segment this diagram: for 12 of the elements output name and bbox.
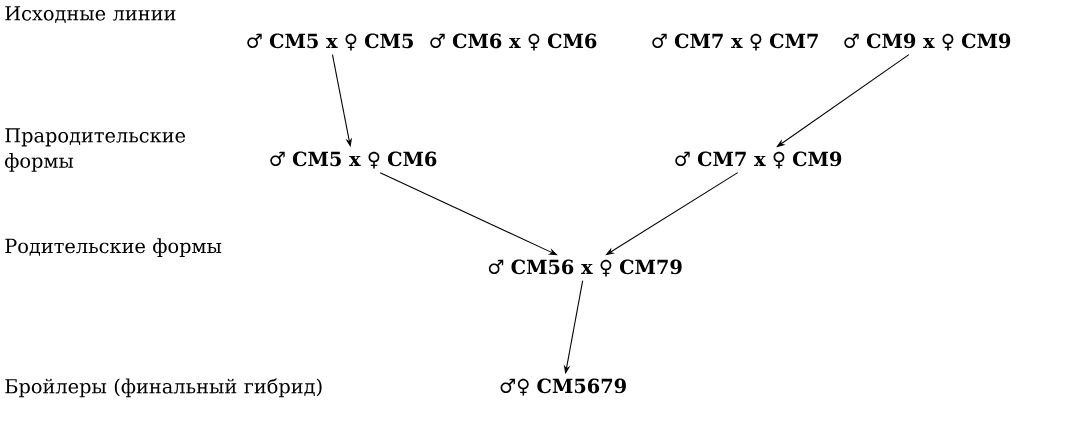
- cross-label: ♂ СМ5 x ♀ СМ6: [270, 151, 437, 169]
- cross-label: ♂ СМ5 x ♀ СМ5: [247, 33, 413, 51]
- row-heading: Бройлеры (финальный гибрид): [5, 378, 322, 398]
- cross-label: ♂ СМ6 x ♀ СМ6: [430, 33, 597, 51]
- row-heading: Исходные линии: [5, 6, 176, 24]
- cross-label: ♂♀ СМ5679: [500, 378, 626, 396]
- cross-label: ♂ СМ7 x ♀ СМ9: [675, 151, 842, 169]
- row-heading: Родительские формы: [5, 238, 222, 257]
- cross-label: ♂ СМ9 x ♀ СМ9: [844, 33, 1011, 51]
- cross-label: ♂ СМ7 x ♀ СМ7: [652, 33, 818, 51]
- row-heading: Прародительские формы: [5, 128, 186, 172]
- cross-label: ♂ СМ56 x ♀ СМ79: [488, 259, 682, 277]
